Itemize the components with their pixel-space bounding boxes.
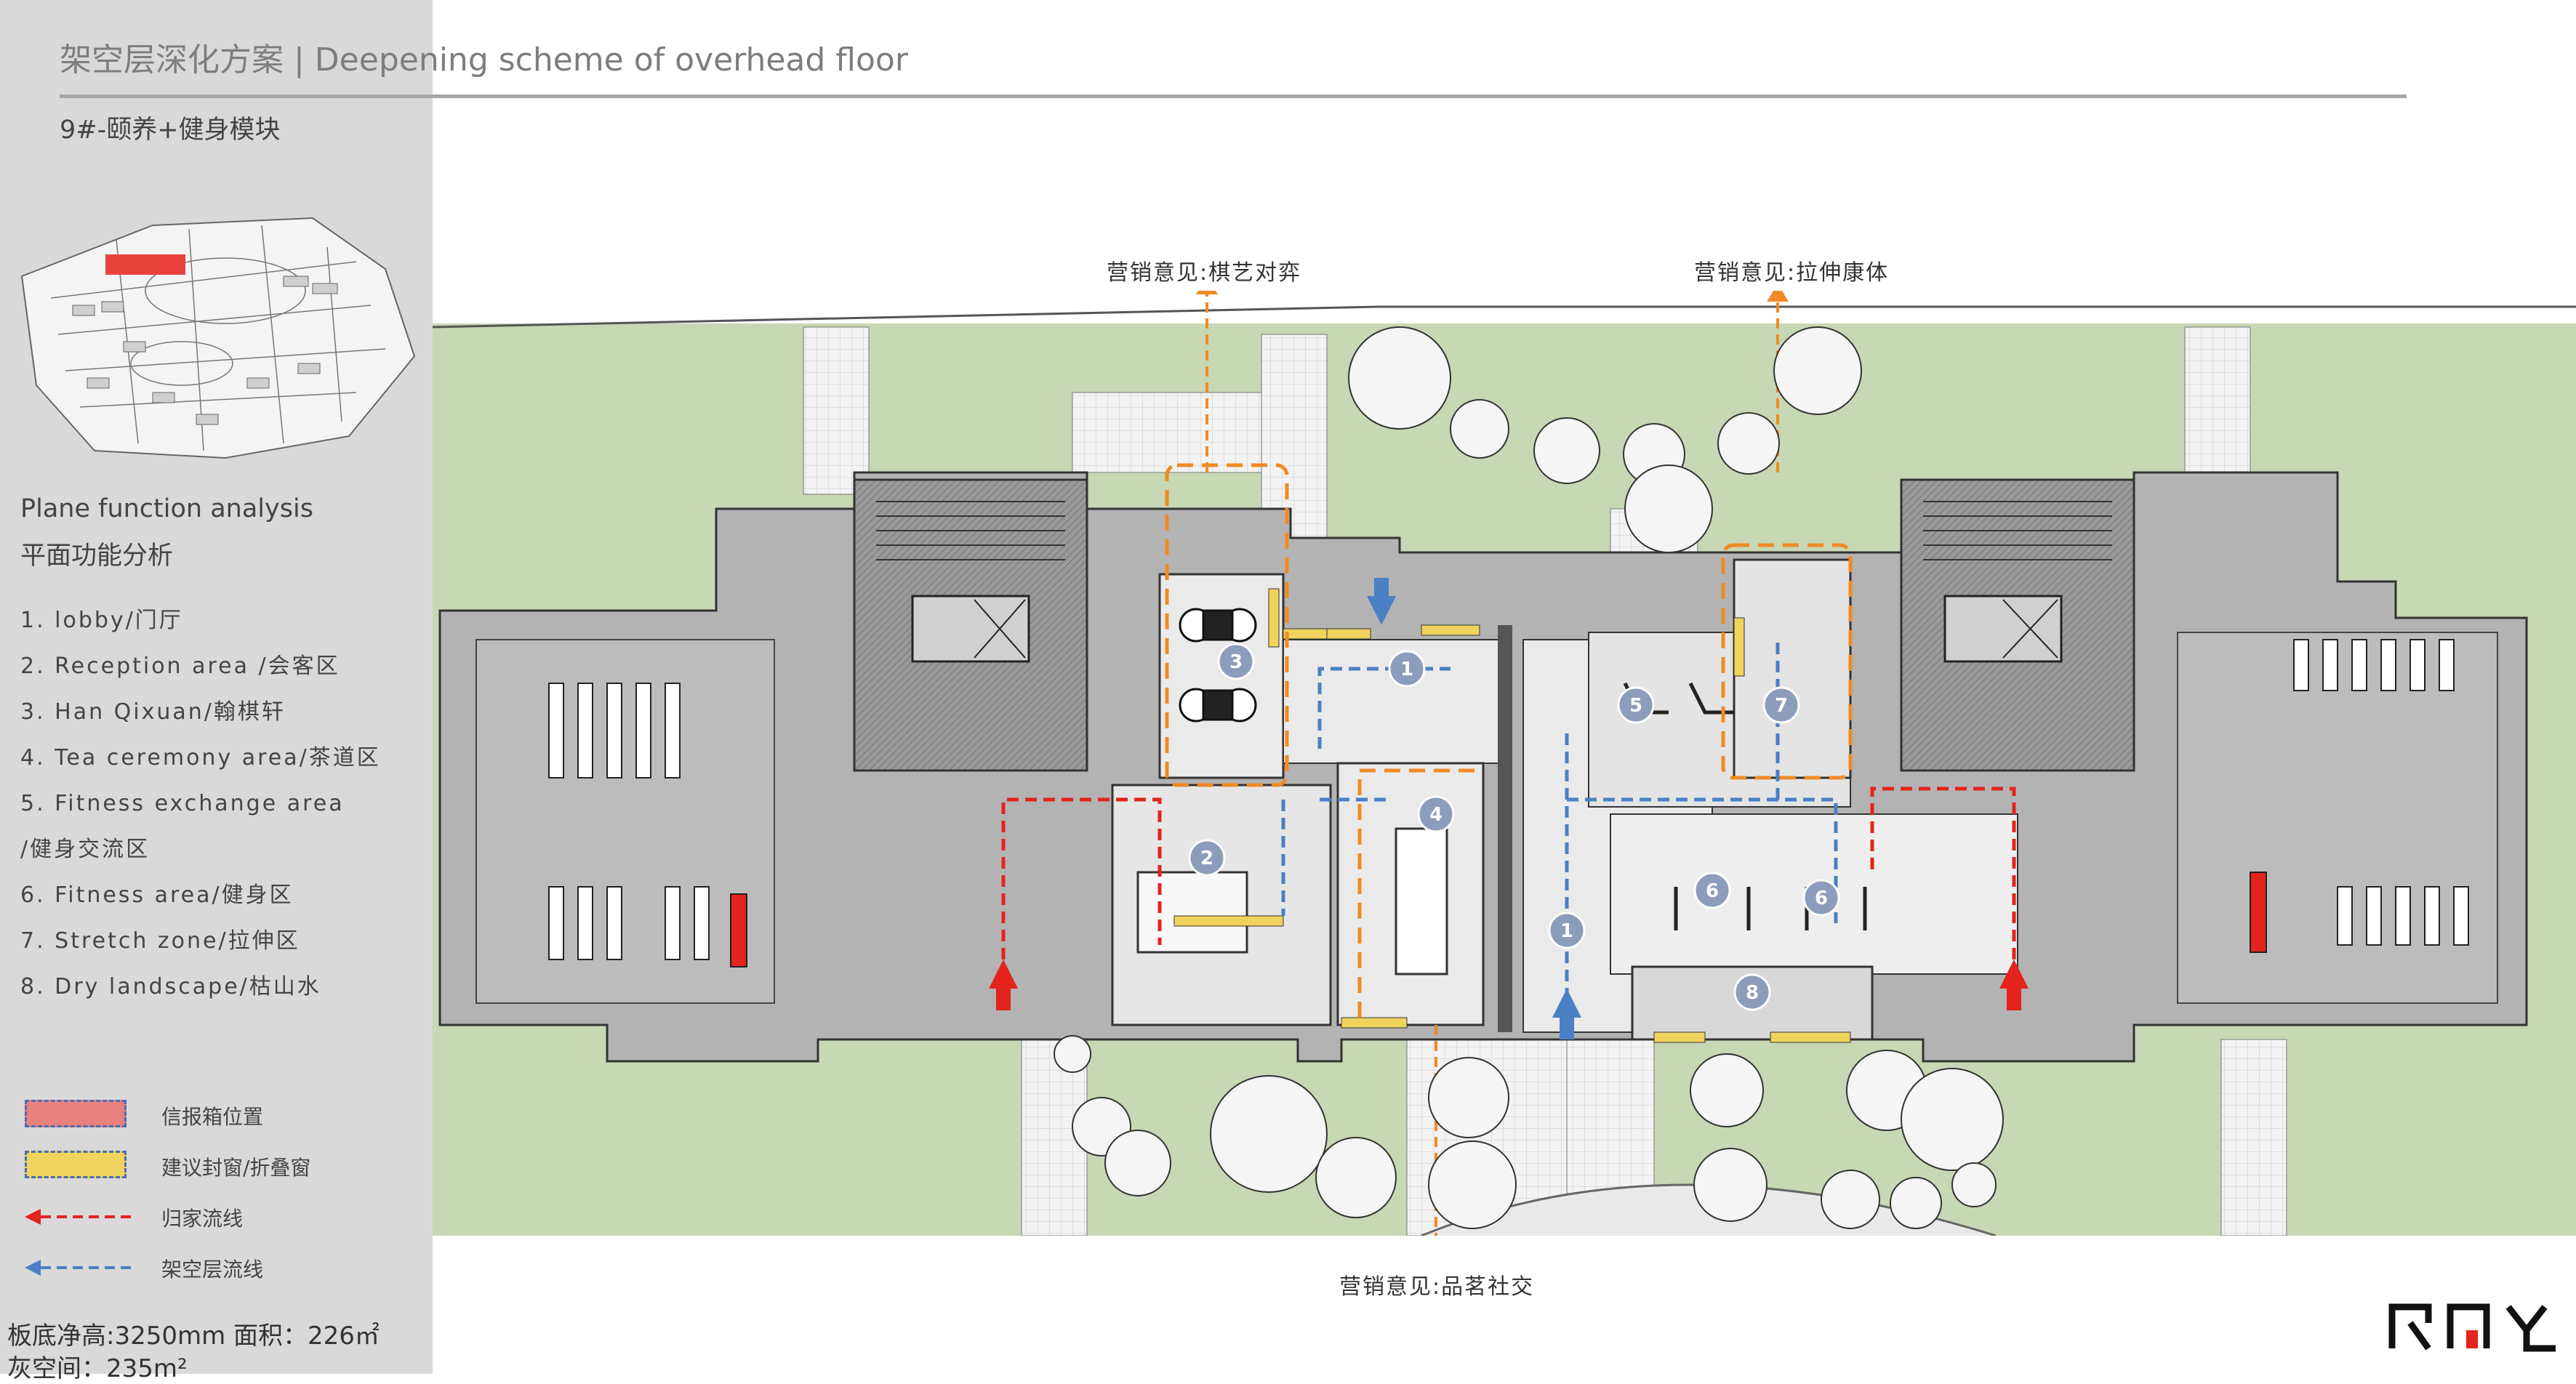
paved-path [1072, 392, 1291, 473]
orange-arrow-icon [1196, 291, 1218, 294]
chess-tables [1179, 608, 1257, 723]
function-list: 1. lobby/门厅 2. Reception area /会客区 3. Ha… [20, 598, 381, 1010]
elevator [911, 595, 1030, 663]
home-flow-lines [1001, 786, 2016, 959]
corridor-wall [1498, 625, 1512, 1032]
bike-stalls [548, 639, 2469, 960]
legend-label: 建议封窗/折叠窗 [161, 1156, 311, 1180]
zone-markers [1188, 643, 1840, 1011]
marker-label: 2 [1200, 848, 1213, 869]
paved-path [803, 326, 870, 495]
mailbox-swatch [25, 1100, 127, 1127]
marker-label: 7 [1775, 695, 1788, 717]
reception-sofa [1136, 871, 1248, 954]
red-entry-arrow-icon [1999, 959, 2029, 1010]
floor-plan: 1 2 3 4 5 6 6 7 8 1 [433, 291, 2576, 1236]
marketing-zones [1165, 463, 1853, 1018]
function-item: 6. Fitness area/健身区 [20, 882, 294, 908]
red-arrow-icon [25, 1209, 132, 1225]
paved-path [2220, 1039, 2287, 1236]
legend-label: 架空层流线 [161, 1258, 264, 1282]
marketing-stretch-label: 营销意见:拉伸康体 [1694, 260, 1890, 286]
title-divider [60, 94, 2407, 98]
function-item: 1. lobby/门厅 [20, 608, 183, 633]
legend-label: 信报箱位置 [161, 1105, 264, 1129]
stair-treads [876, 501, 2112, 560]
function-item: 8. Dry landscape/枯山水 [20, 974, 321, 999]
marker-label: 8 [1746, 982, 1759, 1004]
trees [1054, 326, 2004, 1229]
marker-label: 4 [1429, 804, 1443, 826]
site-key-map [20, 217, 416, 459]
mailbox-left [730, 893, 747, 967]
marker-label: 1 [1560, 920, 1573, 942]
legend-label: 归家流线 [161, 1207, 244, 1231]
stretch-zone [1733, 558, 1852, 779]
elevator [1943, 595, 2063, 663]
function-item: 3. Han Qixuan/翰棋轩 [20, 699, 286, 725]
function-item: /健身交流区 [20, 837, 151, 862]
blue-arrow-icon [25, 1260, 132, 1276]
company-logo [2388, 1303, 2556, 1352]
function-item: 7. Stretch zone/拉伸区 [20, 928, 300, 954]
orange-arrow-icon [1767, 291, 1789, 302]
window-swatch [25, 1151, 127, 1178]
zone-marker-labels: 1 2 3 4 5 6 6 7 8 1 [1200, 651, 1828, 1004]
site-boundary [433, 305, 2576, 329]
marketing-tea-label: 营销意见:品茗社交 [1339, 1274, 1535, 1300]
function-item: 2. Reception area /会客区 [20, 653, 340, 679]
marker-label: 3 [1229, 651, 1243, 673]
chess-room [1158, 573, 1285, 779]
red-entry-arrow-icon [989, 959, 1018, 1010]
ceiling-height-area: 板底净高:3250mm 面积：226㎡ [7, 1321, 380, 1351]
gray-space-area: 灰空间：235m² [7, 1354, 188, 1383]
marker-label: 6 [1706, 880, 1719, 902]
blue-entry-arrow-icon [1552, 989, 1581, 1039]
marker-label: 6 [1815, 888, 1828, 909]
suggested-windows [1173, 588, 1851, 1043]
function-analysis-title-cn: 平面功能分析 [20, 542, 174, 571]
mailbox-right [2250, 872, 2267, 953]
blue-entry-arrow-icon [1367, 578, 1396, 625]
marketing-chess-label: 营销意见:棋艺对弈 [1107, 260, 1302, 286]
left-bike-room [476, 639, 775, 1004]
page-title: 架空层深化方案 | Deepening scheme of overhead f… [60, 41, 908, 79]
elevator-cross [974, 599, 2058, 659]
function-analysis-title-en: Plane function analysis [20, 494, 313, 523]
marker-label: 5 [1629, 695, 1642, 717]
tea-table [1395, 827, 1448, 975]
current-building-highlight [105, 254, 185, 275]
marker-label: 1 [1400, 659, 1413, 680]
function-item: 4. Tea ceremony area/茶道区 [20, 745, 381, 771]
page-subtitle: 9#-颐养+健身模块 [60, 116, 281, 145]
function-item: 5. Fitness exchange area [20, 791, 345, 816]
